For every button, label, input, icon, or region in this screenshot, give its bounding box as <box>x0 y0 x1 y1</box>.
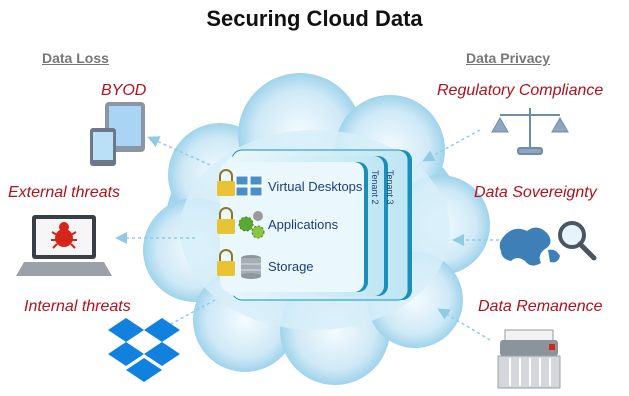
cloud-item-virtual-desktops: Virtual Desktops <box>268 179 363 194</box>
section-heading-data-loss: Data Loss <box>42 50 109 66</box>
arrow-regulatory <box>422 129 481 162</box>
lock-gears-icon <box>217 207 265 239</box>
laptop-bug-icon <box>16 215 112 276</box>
shredder-icon <box>497 329 561 389</box>
tenant-2-label: Tenant 2 <box>370 170 380 205</box>
scales-icon <box>491 108 569 155</box>
tenant-panels <box>220 149 412 301</box>
label-regulatory-compliance: Regulatory Compliance <box>437 82 604 99</box>
tablet-phone-icon <box>90 102 145 166</box>
section-heading-data-privacy: Data Privacy <box>466 50 551 66</box>
world-map-magnifier-icon <box>499 221 597 266</box>
label-internal-threats: Internal threats <box>24 298 131 315</box>
label-byod: BYOD <box>101 82 147 99</box>
arrow-byod <box>147 136 211 166</box>
arrow-remanence <box>437 308 491 341</box>
lock-desktops-icon <box>217 169 263 197</box>
lock-database-icon <box>217 249 261 279</box>
connector-arrows <box>115 129 505 341</box>
tenant-3-label: Tenant 3 <box>385 170 395 205</box>
dropbox-icon <box>108 318 180 382</box>
page-title: Securing Cloud Data <box>206 6 423 31</box>
label-external-threats: External threats <box>8 184 121 201</box>
label-data-remanence: Data Remanence <box>478 298 603 315</box>
cloud-item-applications: Applications <box>268 217 339 232</box>
arrow-internal <box>157 299 216 332</box>
label-data-sovereignty: Data Sovereignty <box>474 184 597 201</box>
cloud-item-storage: Storage <box>268 259 314 274</box>
